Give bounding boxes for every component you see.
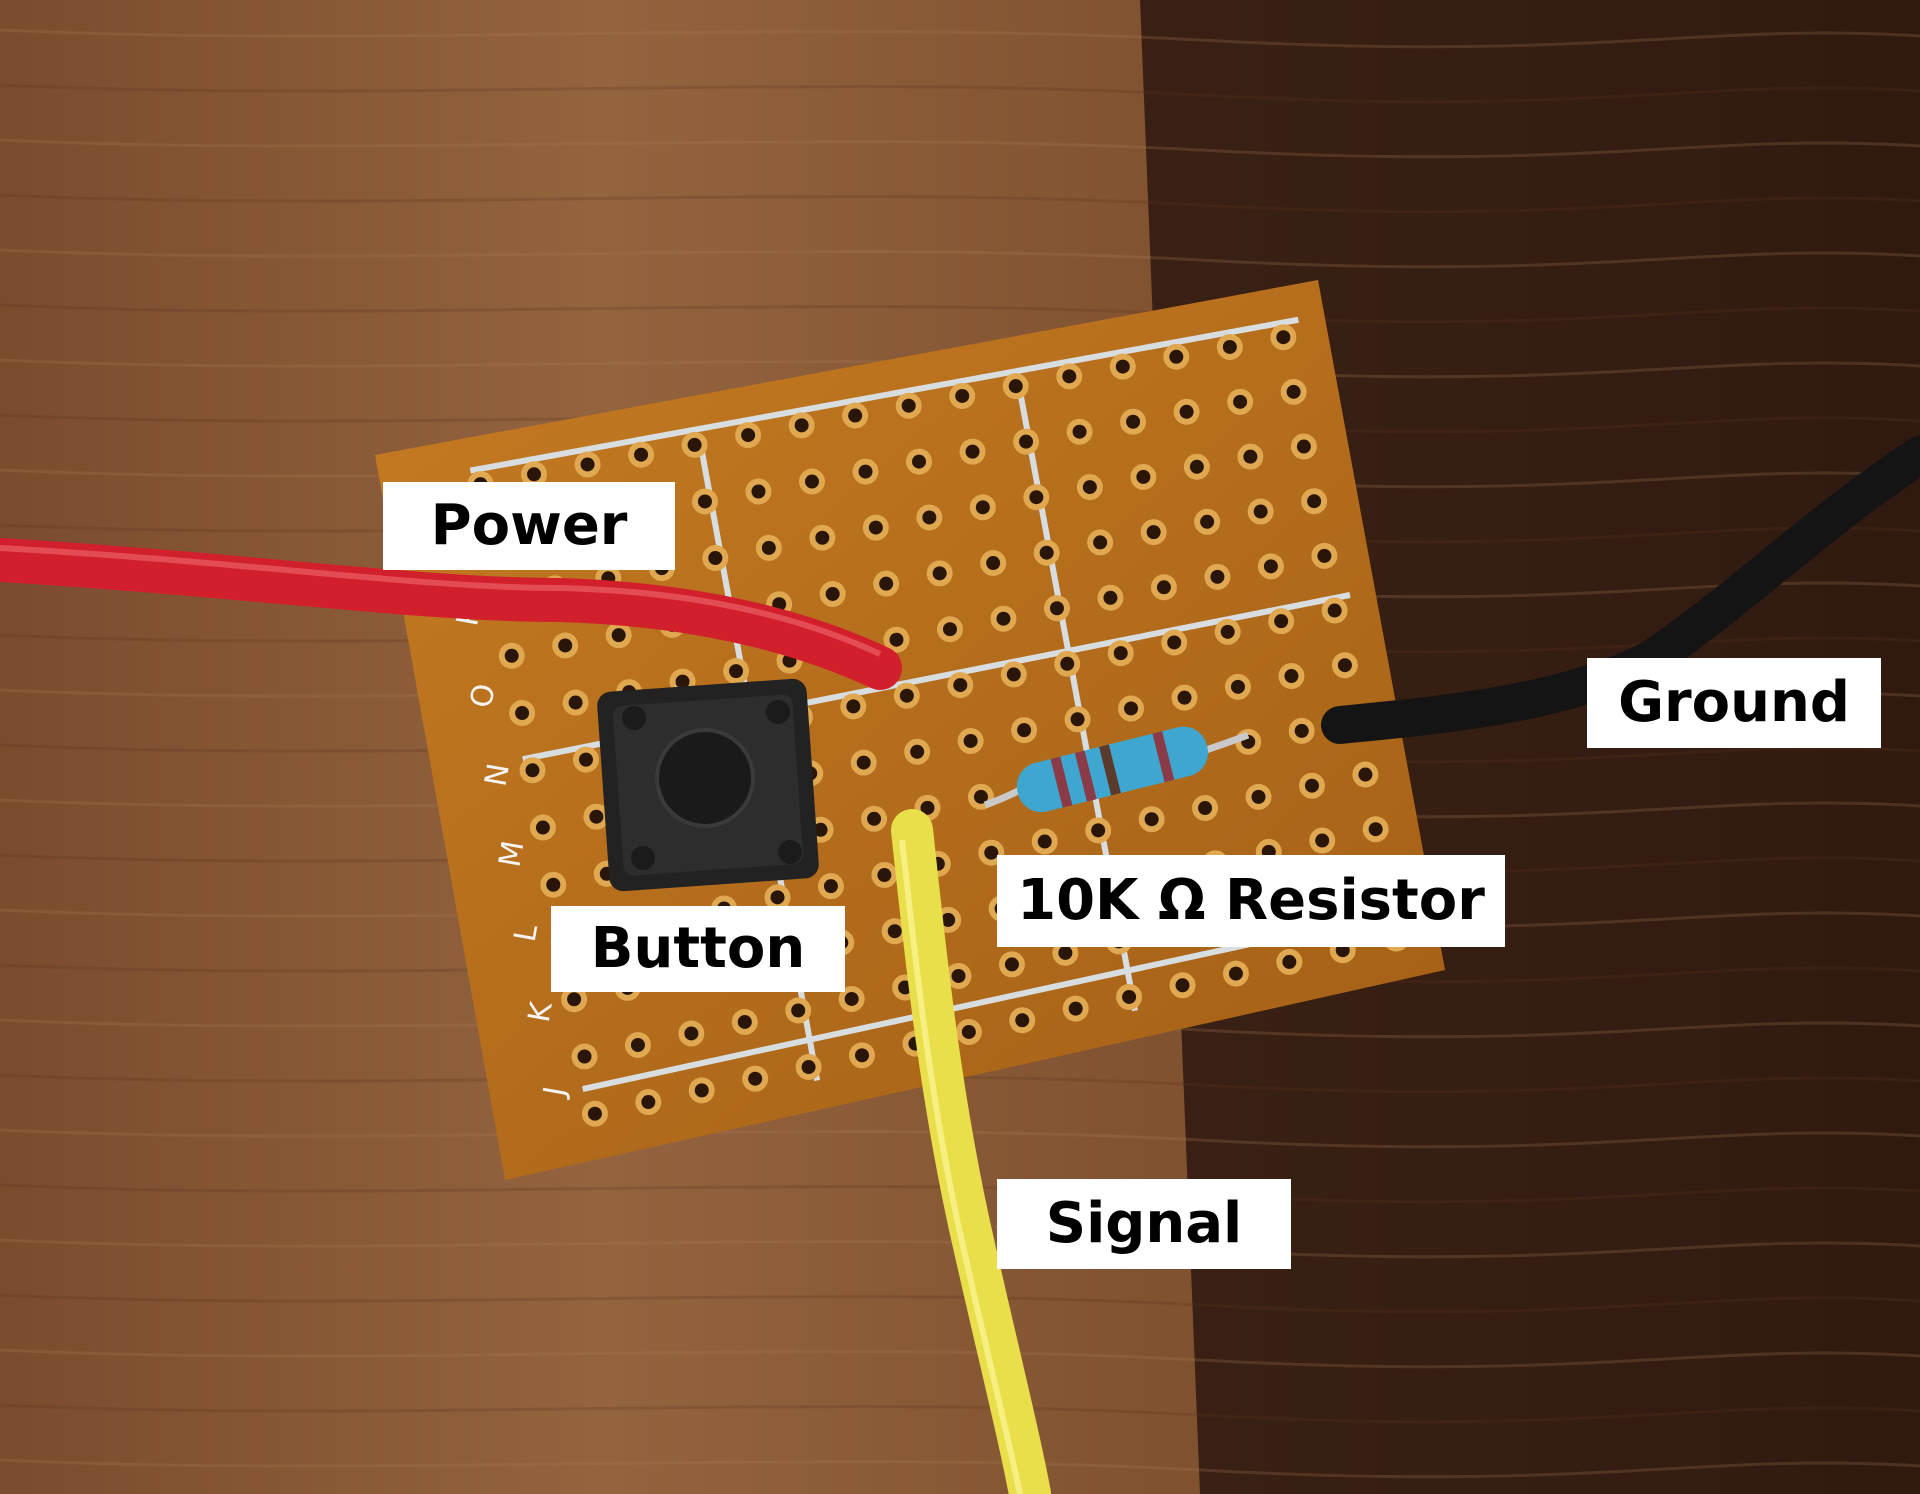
resistor [983, 726, 1250, 813]
push-button [597, 678, 819, 892]
signal-label: Signal [997, 1179, 1291, 1269]
power-label: Power [383, 482, 675, 570]
ground-label: Ground [1587, 658, 1881, 748]
button-label: Button [551, 906, 845, 992]
board-row-letter: L [508, 922, 545, 945]
board-row-letter: M [493, 838, 532, 870]
signal-wire [891, 809, 1051, 1494]
resistor-label: 10K Ω Resistor [997, 855, 1505, 947]
power-wire [0, 538, 902, 690]
